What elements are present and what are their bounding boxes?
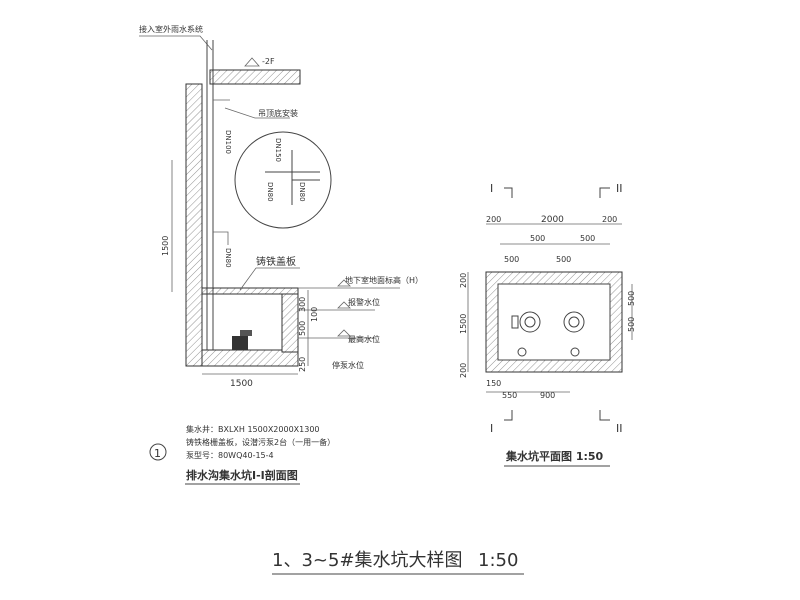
dn80-label-c: DN80 (224, 248, 232, 268)
dim-250: 250 (298, 357, 307, 372)
connect-outdoor-label: 接入室外雨水系统 (139, 24, 203, 34)
section-number-circle (149, 443, 167, 461)
section-caption: 排水沟集水坑I-I剖面图 (186, 468, 298, 482)
spec-line-1: 集水井：BXLXH 1500X2000X1300 (186, 424, 320, 434)
section-mark-I-bottom-line (504, 410, 513, 421)
section-mark-II-top: II (616, 182, 623, 195)
main-title: 1、3~5#集水坑大样图 (272, 550, 463, 571)
plan-caption: 集水坑平面图 1:50 (505, 449, 604, 463)
pit-bottom-slab (201, 349, 299, 367)
section-mark-II-bottom-line (599, 410, 610, 421)
dn80-label-a: DN80 (266, 182, 274, 202)
main-scale: 1:50 (478, 550, 518, 571)
section-mark-I-top: I (490, 182, 493, 195)
plan-dim-2000: 2000 (541, 215, 564, 225)
plan-view: I II I II 200 2000 200 500 500 500 500 2… (459, 182, 636, 467)
plan-dim-200-left: 200 (486, 215, 501, 224)
high-level-triangle (337, 329, 351, 337)
install-leader (224, 107, 290, 119)
pipe-install-label: 吊顶底安装 (258, 108, 298, 118)
pump-plan-icon-1-inner (524, 316, 536, 328)
pump-plan-icon-2 (563, 311, 585, 333)
stop-level-label: 停泵水位 (332, 360, 364, 370)
plan-dim-500-c: 500 (504, 255, 519, 264)
section-mark-I-bottom: I (490, 422, 493, 435)
plan-dim-200-bottom: 200 (459, 363, 468, 378)
guide-rail-icon (511, 315, 519, 329)
spec-line-3: 泵型号：80WQ40-15-4 (186, 451, 274, 460)
dim-1500-vertical: 1500 (161, 236, 170, 256)
section-number: 1 (154, 447, 161, 460)
pit-right-wall (281, 291, 299, 353)
plan-dim-550: 550 (502, 391, 517, 400)
cover-leader (239, 267, 300, 291)
pump-motor-icon (240, 330, 252, 336)
alarm-level-triangle (337, 301, 351, 309)
float-switch-icon-2 (570, 347, 580, 357)
float-switch-icon-1 (517, 347, 527, 357)
cover-label: 铸铁盖板 (256, 255, 296, 268)
pit-plan-inner (497, 283, 611, 361)
plan-dim-200-top: 200 (459, 273, 468, 288)
dim-1500-horizontal: 1500 (230, 379, 253, 389)
section-view: 接入室外雨水系统 -2F 吊顶底安装 DN100 DN150 DN80 DN80… (139, 24, 423, 485)
plan-dim-200-right: 200 (602, 215, 617, 224)
pump-icon (232, 336, 248, 350)
floor-slab (209, 69, 301, 85)
plan-dim-500-r1: 500 (627, 291, 636, 306)
section-mark-II-bottom: II (616, 422, 623, 435)
plan-dim-150: 150 (486, 379, 501, 388)
detail-pipe-tee (265, 150, 320, 205)
ground-level-label: 地下室地面标高（H） (345, 275, 423, 285)
floor-level-label: -2F (262, 57, 275, 66)
high-level-label: 最高水位 (348, 334, 380, 344)
level-triangle (244, 57, 260, 67)
plan-dim-1500: 1500 (459, 314, 468, 334)
pump-plan-icon-2-inner (568, 316, 580, 328)
plan-dim-500-a: 500 (530, 234, 545, 243)
cast-iron-cover (201, 287, 299, 295)
detail-circle (234, 131, 332, 229)
dn100-label: DN100 (224, 130, 232, 154)
connect-leader-line (139, 35, 213, 51)
left-wall (185, 83, 203, 367)
alarm-level-label: 报警水位 (348, 297, 380, 307)
plan-dim-500-d: 500 (556, 255, 571, 264)
dim-100: 100 (310, 307, 319, 322)
pump-plan-icon-1 (519, 311, 541, 333)
plan-dim-900: 900 (540, 391, 555, 400)
ground-level-triangle (337, 279, 351, 287)
dim-500: 500 (298, 321, 307, 336)
plan-dim-500-b: 500 (580, 234, 595, 243)
dn150-label: DN150 (274, 138, 282, 162)
dim-300: 300 (298, 297, 307, 312)
section-mark-I-top-line (504, 187, 513, 198)
section-mark-II-top-line (599, 187, 610, 198)
pipe-branches (213, 99, 230, 245)
spec-line-2: 铸铁格栅盖板，设潜污泵2台（一用一备） (186, 437, 335, 447)
dn80-label-b: DN80 (298, 182, 306, 202)
plan-dim-500-r2: 500 (627, 317, 636, 332)
